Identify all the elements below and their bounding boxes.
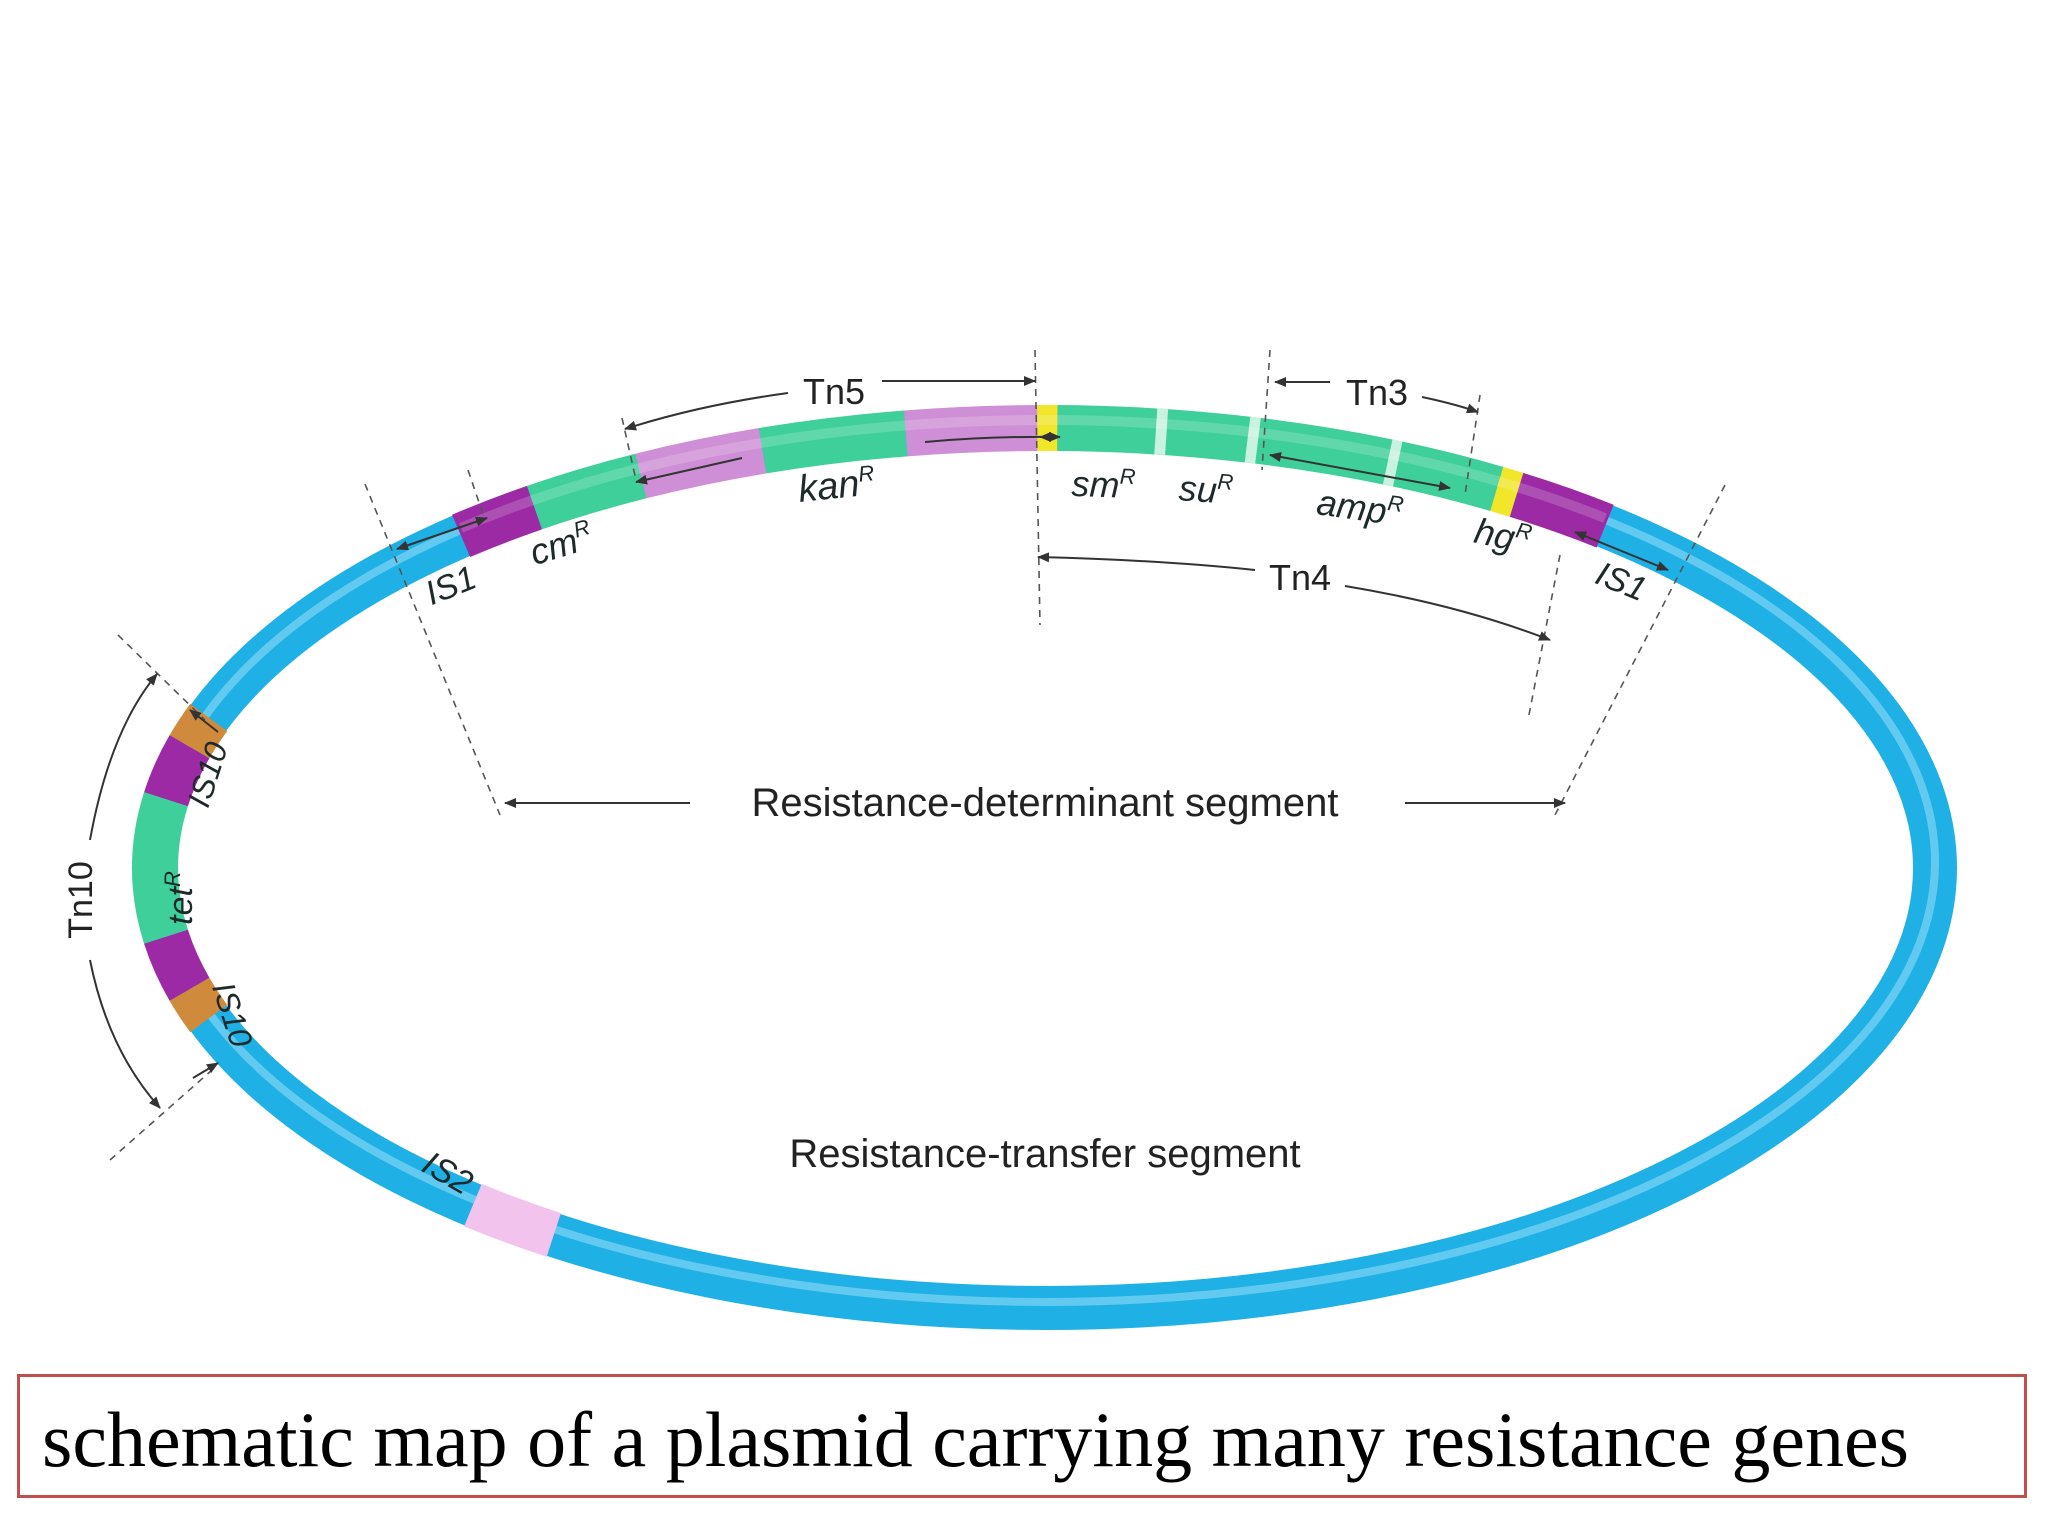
- gene-divider-2: [1383, 439, 1403, 487]
- tn10-label: Tn10: [62, 861, 100, 939]
- ring-segments: [132, 404, 1614, 1257]
- tn4-span-left: [1037, 552, 1256, 571]
- is2-segment: [464, 1183, 562, 1257]
- amp-gene-label: ampR: [1314, 480, 1405, 534]
- tn4-span-right: [1344, 585, 1551, 641]
- dimension-arrows: Tn5 Tn3 Tn4 Tn10: [62, 371, 1669, 1109]
- cm-gene-label: cmR: [525, 514, 598, 573]
- tet-gene-label: tetR: [160, 871, 200, 925]
- kan-left-flank-segment: [635, 428, 767, 499]
- tn10-span-top: [89, 673, 158, 841]
- determinant-segment-label: Resistance-determinant segment: [752, 781, 1339, 825]
- boundary-right-is1-outer: [1554, 484, 1726, 816]
- sm-gene-label: smR: [1071, 462, 1136, 506]
- caption-text: schematic map of a plasmid carrying many…: [42, 1396, 1909, 1483]
- kan-right-flank-segment: [904, 405, 1038, 457]
- is1-left-span-arrow: [396, 516, 488, 551]
- tn4-label: Tn4: [1269, 557, 1331, 598]
- boundary-cm-start: [467, 469, 486, 521]
- hg-gene-label: hgR: [1471, 509, 1535, 562]
- caption-box: schematic map of a plasmid carrying many…: [17, 1374, 2027, 1498]
- is10-bottom-segment: [144, 929, 210, 1001]
- is10-bottom-arrow: [192, 1062, 219, 1079]
- tn5-label: Tn5: [803, 371, 865, 412]
- boundary-tn10-bottom: [109, 1069, 213, 1161]
- is1-right-segment: [1509, 472, 1614, 548]
- boundary-tn5-right: [1034, 349, 1041, 626]
- transfer-segment-label: Resistance-transfer segment: [789, 1132, 1300, 1176]
- tn3-inner-arrow: [1269, 452, 1451, 491]
- is1-right-span-arrow: [1574, 531, 1669, 571]
- tet-gene-segment: [132, 792, 189, 944]
- is10-top-arrow: [189, 709, 219, 733]
- boundary-tn5-left: [621, 417, 637, 481]
- su-gene-label: suR: [1178, 466, 1235, 512]
- sm-su-gene-segment: [1057, 405, 1256, 464]
- gene-divider-1: [1244, 416, 1261, 464]
- tn3-span-right: [1421, 396, 1479, 414]
- tn4-right-end-segment: [1490, 466, 1524, 517]
- kan-gene-label: kanR: [796, 460, 877, 511]
- kan-inner-arrow: [635, 457, 743, 485]
- kan-gene-segment: [758, 410, 908, 474]
- tn3-label: Tn3: [1346, 372, 1408, 413]
- tn5-span-left: [624, 392, 789, 431]
- is10-top-segment: [144, 735, 210, 807]
- gene-divider-0: [1154, 408, 1169, 456]
- is10-top-end-segment: [169, 703, 228, 759]
- tn10-span-bottom: [89, 959, 161, 1109]
- is10-bottom-end-segment: [169, 977, 228, 1033]
